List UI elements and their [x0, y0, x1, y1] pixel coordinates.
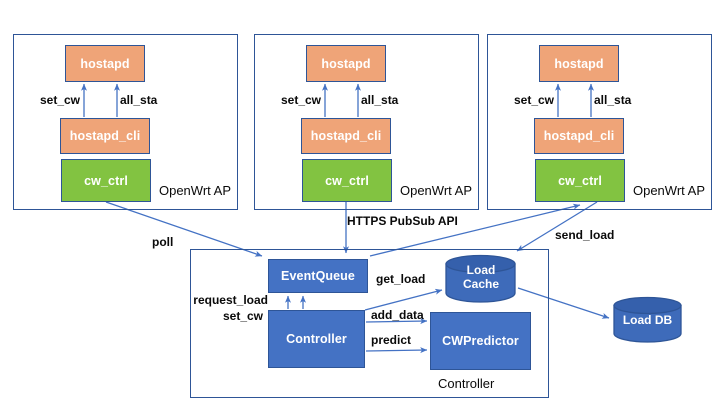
get-load-label: get_load — [376, 272, 426, 286]
all-sta-label: all_sta — [594, 93, 632, 107]
cw-ctrl-node: cw_ctrl — [302, 159, 392, 202]
event-queue-node: EventQueue — [268, 259, 368, 293]
openwrt-ap-label: OpenWrt AP — [632, 183, 705, 198]
https-pubsub-api-label: HTTPS PubSub API — [347, 214, 458, 228]
openwrt-ap-label: OpenWrt AP — [399, 183, 472, 198]
cw-predictor-node: CWPredictor — [430, 312, 531, 370]
predict-label: predict — [371, 333, 412, 347]
edge-poll — [105, 201, 263, 257]
send-load-label: send_load — [555, 228, 615, 242]
load-db-cylinder — [613, 296, 682, 343]
openwrt-ap-box-3: hostapd set_cw all_sta hostapd_cli cw_ct… — [487, 34, 712, 210]
controller-box — [190, 249, 549, 398]
request-load-label: request_load — [193, 293, 268, 307]
cw-ctrl-node: cw_ctrl — [61, 159, 151, 202]
hostapd-cli-node: hostapd_cli — [534, 118, 624, 154]
add-data-label: add_data — [371, 308, 424, 322]
set-cw-controller-label: set_cw — [222, 309, 263, 323]
all-sta-label: all_sta — [120, 93, 158, 107]
load-cache-label: Load Cache — [462, 263, 500, 291]
hostapd-cli-node: hostapd_cli — [301, 118, 391, 154]
load-db-label: Load DB — [622, 313, 673, 327]
load-cache-cylinder — [445, 254, 516, 303]
hostapd-node: hostapd — [539, 45, 619, 82]
set-cw-label: set_cw — [280, 93, 321, 107]
openwrt-ap-box-2: hostapd set_cw all_sta hostapd_cli cw_ct… — [254, 34, 479, 210]
controller-node: Controller — [268, 310, 365, 368]
hostapd-node: hostapd — [65, 45, 145, 82]
poll-label: poll — [152, 235, 174, 249]
openwrt-ap-label: OpenWrt AP — [158, 183, 231, 198]
set-cw-label: set_cw — [39, 93, 80, 107]
set-cw-label: set_cw — [513, 93, 554, 107]
openwrt-ap-box-1: hostapd set_cw all_sta hostapd_cli cw_ct… — [13, 34, 238, 210]
cw-ctrl-node: cw_ctrl — [535, 159, 625, 202]
hostapd-node: hostapd — [306, 45, 386, 82]
controller-container-label: Controller — [438, 376, 495, 391]
hostapd-cli-node: hostapd_cli — [60, 118, 150, 154]
all-sta-label: all_sta — [361, 93, 399, 107]
